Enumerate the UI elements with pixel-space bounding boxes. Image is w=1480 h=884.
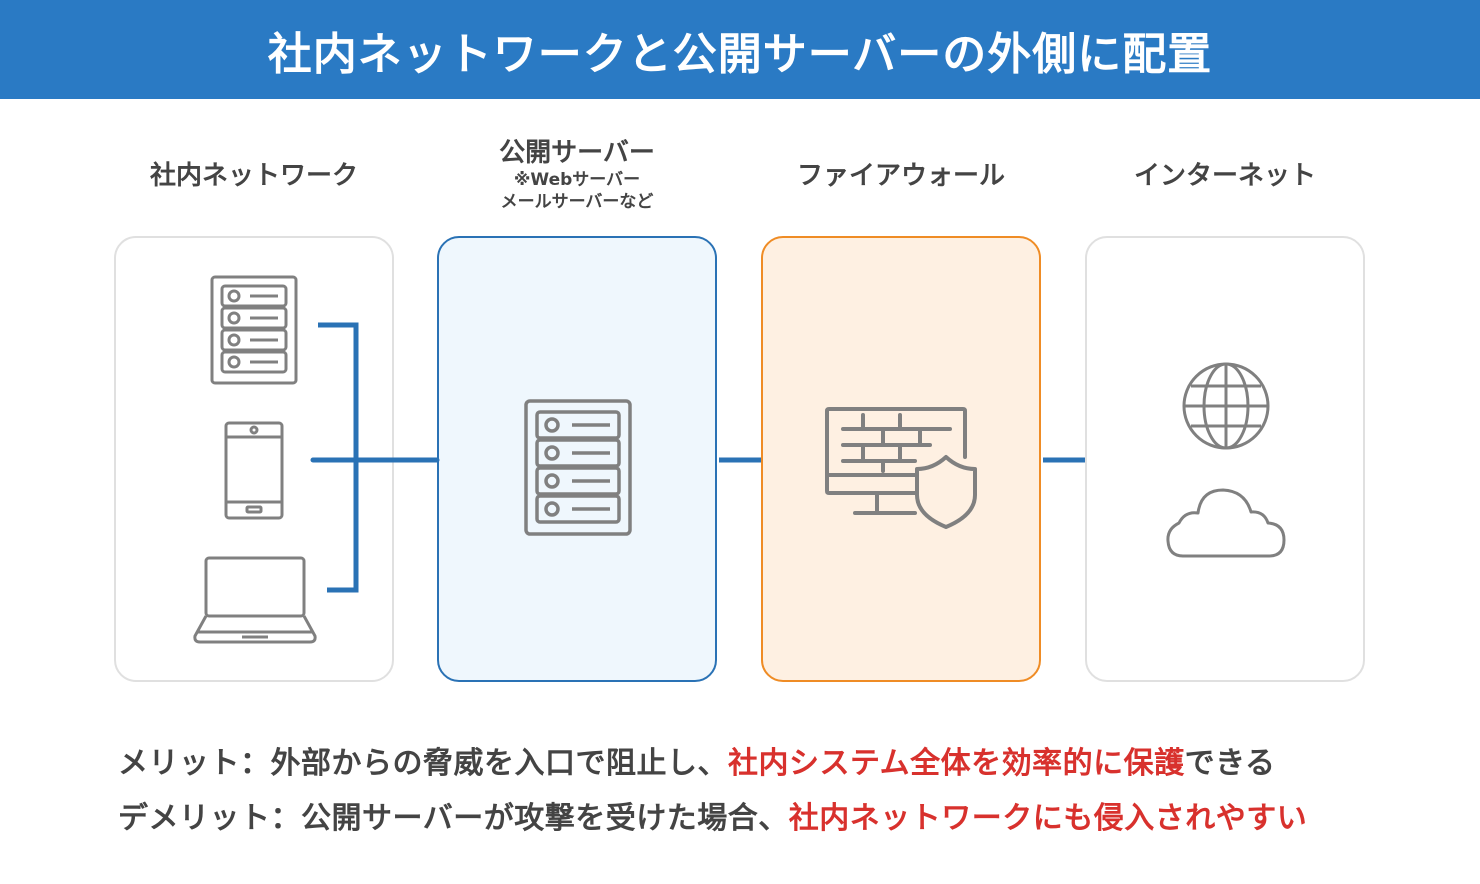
merit-suffix: できる <box>1184 746 1276 781</box>
label-internet-text: インターネット <box>1133 161 1316 191</box>
label-internal-network-text: 社内ネットワーク <box>149 161 358 191</box>
label-internet: インターネット <box>1085 160 1365 192</box>
server-icon <box>210 275 298 385</box>
merit-text: メリット：外部からの脅威を入口で阻止し、社内システム全体を効率的に保護できる <box>118 738 1276 782</box>
server-icon <box>524 399 632 536</box>
firewall-monitor-shield-icon <box>825 407 977 529</box>
merit-prefix: メリット：外部からの脅威を入口で阻止し、 <box>118 746 728 781</box>
label-firewall: ファイアウォール <box>761 160 1041 192</box>
demerit-highlight: 社内ネットワークにも侵入されやすい <box>788 801 1308 836</box>
label-internal-network: 社内ネットワーク <box>114 160 394 192</box>
demerit-prefix: デメリット：公開サーバーが攻撃を受けた場合、 <box>118 801 789 836</box>
demerit-text: デメリット：公開サーバーが攻撃を受けた場合、社内ネットワークにも侵入されやすい <box>118 793 1307 837</box>
laptop-icon <box>193 556 317 644</box>
label-public-server-sub1: ※Webサーバー <box>513 170 641 190</box>
internet-box <box>1085 236 1365 682</box>
label-public-server-sub2: メールサーバーなど <box>500 192 654 212</box>
merit-highlight: 社内システム全体を効率的に保護 <box>728 746 1185 781</box>
header-banner: 社内ネットワークと公開サーバーの外側に配置 <box>0 0 1480 99</box>
label-public-server: 公開サーバー ※Webサーバー メールサーバーなど <box>437 137 717 213</box>
smartphone-icon <box>224 421 284 520</box>
globe-icon <box>1182 362 1270 450</box>
label-public-server-text: 公開サーバー <box>499 138 655 168</box>
page-title: 社内ネットワークと公開サーバーの外側に配置 <box>267 28 1213 80</box>
public-server-box <box>437 236 717 682</box>
label-firewall-text: ファイアウォール <box>796 161 1005 191</box>
cloud-icon <box>1166 488 1286 558</box>
